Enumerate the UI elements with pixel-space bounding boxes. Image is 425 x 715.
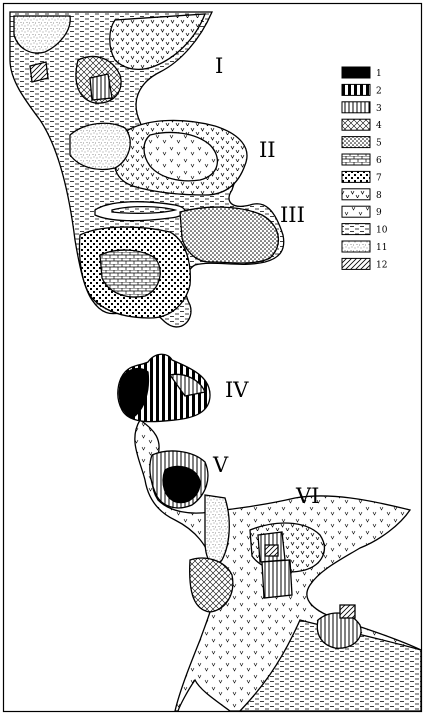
diag-spot-vi-a xyxy=(265,545,278,556)
legend-label-4: 4 xyxy=(376,121,382,131)
region-label-iii: III xyxy=(280,203,305,227)
legend-swatch-2 xyxy=(342,84,370,95)
stripe-patch-vi-b xyxy=(262,560,292,598)
legend-swatch-1 xyxy=(342,67,370,78)
legend-label-10: 10 xyxy=(376,226,388,236)
legend-swatch-3 xyxy=(342,102,370,113)
legend-label-3: 3 xyxy=(376,104,382,114)
legend-label-12: 12 xyxy=(376,260,387,270)
region-v-black xyxy=(163,466,200,502)
legend-label-5: 5 xyxy=(376,139,382,149)
legend-swatch-9 xyxy=(342,206,370,217)
legend-label-11: 11 xyxy=(376,243,387,253)
lens-inner xyxy=(112,207,175,214)
legend-swatch-8 xyxy=(342,189,370,200)
region-iii-outline xyxy=(180,207,278,263)
legend-label-6: 6 xyxy=(376,156,382,166)
legend-swatch-7 xyxy=(342,171,370,182)
region-label-ii: II xyxy=(259,138,276,162)
legend-label-2: 2 xyxy=(376,86,382,96)
legend-label-1: 1 xyxy=(376,69,382,79)
diag-strip-i xyxy=(30,62,48,82)
region-label-v: V xyxy=(212,453,229,477)
legend-swatch-11 xyxy=(342,241,370,252)
legend-swatch-4 xyxy=(342,119,370,130)
legend-label-9: 9 xyxy=(376,208,382,218)
legend-swatch-5 xyxy=(342,137,370,148)
legend-label-8: 8 xyxy=(376,191,382,201)
region-label-vi: VI xyxy=(295,484,319,508)
legend-swatch-10 xyxy=(342,224,370,235)
legend-swatch-12 xyxy=(342,258,370,269)
stripe-patch-i xyxy=(90,74,112,100)
diag-spot-vi-b xyxy=(340,605,355,618)
stipple-blob-i xyxy=(70,123,130,169)
region-label-i: I xyxy=(215,54,223,78)
region-label-iv: IV xyxy=(225,378,249,402)
legend-label-7: 7 xyxy=(376,173,382,183)
legend-swatch-6 xyxy=(342,154,370,165)
